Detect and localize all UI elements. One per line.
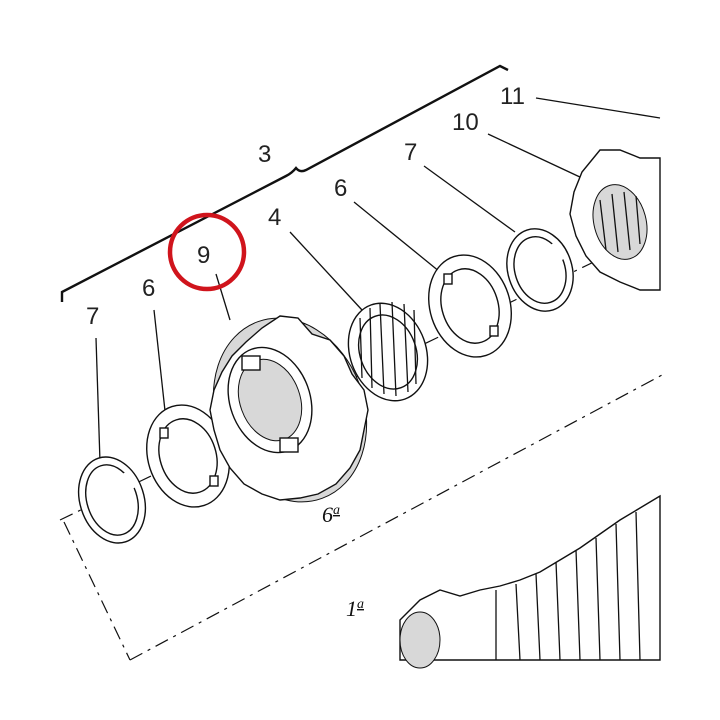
callout-6-left: 6 (142, 275, 155, 302)
gear-part-10 (569, 149, 661, 291)
thrust-washer-right (428, 254, 512, 358)
gear-6th (209, 315, 369, 503)
callout-10: 10 (452, 109, 479, 136)
label-gear-1st: 1a (346, 596, 364, 621)
assembly-bracket (60, 64, 509, 302)
callout-7-left: 7 (86, 303, 99, 330)
leader-lines (95, 97, 661, 463)
highlight-circle (167, 212, 247, 292)
callout-9: 9 (197, 242, 210, 269)
callout-6-right: 6 (334, 175, 347, 202)
gear-shaft-1st (399, 494, 661, 669)
callout-7-right: 7 (404, 139, 417, 166)
label-gear-6th: 6a (322, 502, 340, 527)
snap-ring-right (506, 228, 574, 312)
thrust-washer-left (146, 404, 230, 508)
callout-3: 3 (258, 141, 271, 168)
callout-4: 4 (268, 204, 281, 231)
snap-ring-left (77, 456, 147, 544)
needle-bearing (347, 301, 429, 402)
callout-11: 11 (500, 83, 525, 110)
